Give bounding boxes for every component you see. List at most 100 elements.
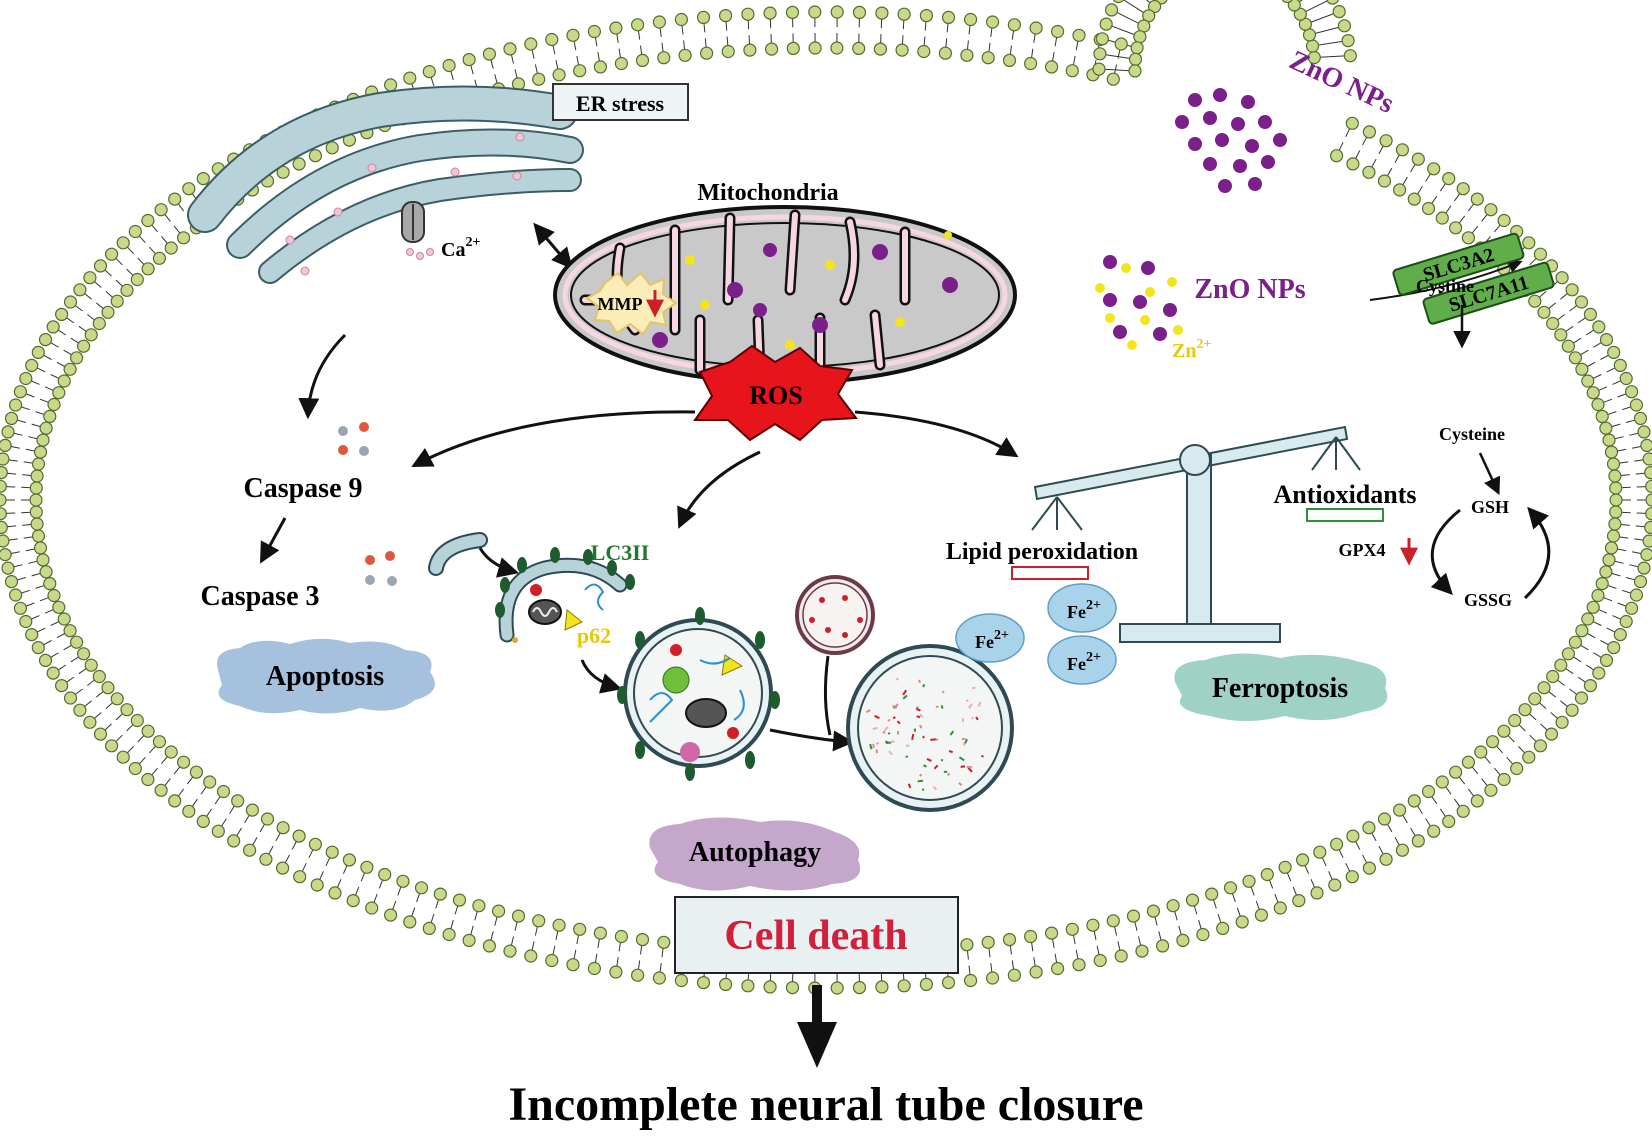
phospholipid-head (1604, 541, 1619, 555)
phospholipid-head (1065, 922, 1079, 936)
phospholipid-head (1642, 452, 1652, 466)
to-autolysosome-arrow (769, 728, 855, 752)
phospholipid-head (566, 958, 580, 972)
down-arrow-icon (797, 985, 837, 1068)
phospholipid-head (1235, 915, 1249, 929)
phospholipid-head (1146, 904, 1161, 918)
phospholipid-tails (5, 0, 1647, 983)
phospholipid-head (182, 182, 196, 196)
phospholipid-head (38, 333, 53, 347)
phospholipid-head (1329, 149, 1344, 163)
phospholipid-head (503, 944, 517, 958)
autophagy-label: Autophagy (689, 837, 821, 868)
phospholipid-head (1287, 0, 1301, 12)
phospholipid-head (897, 7, 911, 21)
phospholipid-head (1537, 681, 1551, 695)
debris-fragment (872, 726, 879, 731)
phospholipid-head (39, 565, 53, 579)
phospholipid-head (552, 918, 566, 932)
debris-fragment (960, 765, 966, 768)
phospholipid-head (1568, 635, 1583, 649)
ros-to-caspase-arrow (411, 410, 696, 467)
phospholipid-head (1362, 165, 1376, 179)
mitochondria-label: Mitochondria (697, 180, 838, 206)
phospholipid-head (1072, 28, 1086, 42)
phospholipid-head (1637, 425, 1651, 439)
gsh-to-gssg-arrow (1430, 508, 1461, 596)
phospholipid-head (573, 64, 587, 78)
phospholipid-head (33, 541, 48, 555)
fe-ion-label-1: Fe2+ (975, 628, 1009, 652)
phospholipid-head (360, 860, 374, 874)
phospholipid-head (1640, 548, 1652, 562)
phospholipid-head (182, 804, 196, 818)
phospholipid-head (84, 658, 98, 672)
phospholipid-head (1421, 201, 1436, 216)
phospholipid-head (308, 149, 322, 163)
phospholipid-head (1645, 507, 1652, 521)
debris-fragment (907, 783, 912, 789)
phospholipid-head (1518, 703, 1532, 717)
phospholipid-head (30, 517, 44, 531)
phospholipid-head (587, 24, 602, 39)
autophagy-blob: Autophagy (649, 817, 861, 891)
phospholipid-head (92, 669, 106, 684)
ros-label: ROS (749, 381, 802, 410)
debris-fragment (916, 715, 921, 719)
phospholipid-head (785, 980, 800, 995)
phospholipid-head (1148, 0, 1162, 14)
phospholipid-head (19, 371, 33, 386)
lysosome (795, 575, 875, 655)
cell-membrane (0, 0, 1652, 995)
phospholipid-head (1050, 24, 1065, 39)
phospholipid-head (69, 635, 84, 649)
debris-fragment (874, 714, 880, 720)
phospholipid-head (1554, 658, 1568, 672)
debris-fragment (932, 786, 938, 791)
debris-fragment (922, 735, 926, 739)
phospholipid-head (63, 362, 77, 376)
phospholipid-head (93, 259, 108, 273)
debris-fragment (865, 709, 871, 714)
debris-fragment (981, 755, 984, 758)
phospholipid-head (245, 803, 259, 817)
phospholipid-head (587, 961, 602, 976)
debris-fragment (941, 690, 945, 694)
debris-fragment (926, 758, 932, 762)
phospholipid-head (1260, 867, 1274, 882)
phospholipid-head (1345, 116, 1359, 130)
phospholipid-head (101, 305, 115, 319)
phospholipid-head (0, 507, 7, 521)
phospholipid-head (1407, 794, 1421, 808)
cysteine-to-gsh-arrow (1478, 452, 1501, 496)
debris-fragment (919, 724, 923, 729)
phospholipid-head (203, 775, 217, 789)
phospholipid-head (104, 247, 119, 261)
phospholipid-head (1633, 411, 1648, 425)
phospholipid-head (54, 678, 69, 693)
phospholipid-head (69, 351, 84, 365)
balance-scale-icon (1031, 425, 1361, 643)
phospholipid-head (1624, 385, 1639, 399)
phospholipid-head (981, 935, 995, 949)
phospholipid-head (52, 386, 66, 400)
debris-fragment (923, 764, 927, 768)
phospholipid-head (4, 411, 19, 425)
phospholipid-head (29, 493, 43, 507)
phospholipid-head (1155, 939, 1170, 953)
phospholipid-head (1362, 821, 1376, 835)
phospholipid-head (764, 42, 779, 56)
outcome-label: Incomplete neural tube closure (508, 1078, 1143, 1131)
apoptosis-blob: Apoptosis (216, 638, 435, 714)
debris-fragment (971, 716, 974, 720)
phospholipid-head (1613, 627, 1627, 642)
phospholipid-head (0, 479, 7, 493)
phospholipid-head (1602, 433, 1616, 447)
phospholipid-head (120, 283, 134, 297)
phospholipid-head (47, 588, 61, 603)
phospholipid-head (130, 713, 144, 728)
phospholipid-head (1029, 21, 1043, 35)
debris-fragment (892, 704, 895, 707)
phospholipid-head (0, 520, 8, 534)
phospholipid-head (1395, 143, 1410, 157)
